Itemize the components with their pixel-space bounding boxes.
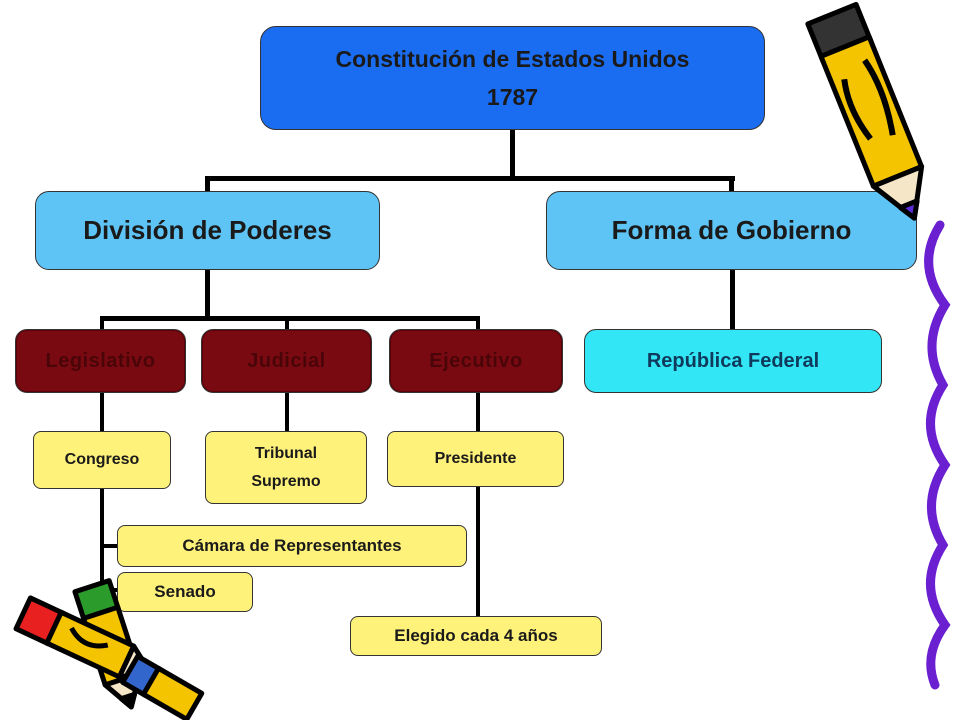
congreso-label: Congreso — [64, 451, 140, 468]
connector-branches-bar — [100, 316, 480, 321]
elegido-node: Elegido cada 4 años — [350, 616, 602, 656]
ejecutivo-node: Ejecutivo — [389, 329, 563, 393]
connector-forma-down — [730, 269, 735, 329]
connector-root-down — [510, 130, 515, 180]
connector-ejecutivo-up — [476, 316, 480, 330]
senado-node: Senado — [117, 572, 253, 612]
connector-presidente-down — [476, 487, 480, 617]
connector-judicial-down — [285, 392, 289, 432]
connector-legislativo-up — [100, 316, 104, 330]
pencil-top-right-icon — [805, 1, 925, 221]
connector-judicial-up — [285, 316, 289, 330]
connector-congreso-down — [100, 488, 104, 588]
connector-level2-bar — [205, 176, 735, 181]
tribunal-label: Tribunal — [254, 444, 318, 462]
supremo-label: Supremo — [251, 472, 321, 490]
division-de-poderes-label: División de Poderes — [83, 215, 332, 245]
connector-ejecutivo-down — [476, 392, 480, 432]
root-node: Constitución de Estados Unidos 1787 — [260, 26, 765, 130]
forma-de-gobierno-label: Forma de Gobierno — [611, 215, 852, 245]
connector-legislativo-down — [100, 392, 104, 432]
connector-forma-up — [729, 176, 734, 193]
camara-node: Cámara de Representantes — [117, 525, 467, 567]
division-de-poderes-node: División de Poderes — [35, 191, 380, 270]
presidente-label: Presidente — [434, 450, 517, 467]
senado-label: Senado — [154, 582, 216, 601]
presidente-node: Presidente — [387, 431, 564, 487]
elegido-label: Elegido cada 4 años — [394, 626, 558, 645]
connector-camara — [100, 544, 120, 548]
root-title: Constitución de Estados Unidos — [335, 46, 690, 72]
camara-label: Cámara de Representantes — [182, 536, 402, 555]
judicial-node: Judicial — [201, 329, 372, 393]
legislativo-label: Legislativo — [45, 349, 156, 372]
connector-division-down — [205, 269, 210, 319]
connector-division-up — [205, 176, 210, 193]
pencils-bottom-left-icon — [13, 578, 205, 720]
root-year: 1787 — [486, 84, 539, 110]
ejecutivo-label: Ejecutivo — [429, 349, 523, 372]
squiggle-border-icon — [924, 220, 951, 690]
forma-de-gobierno-node: Forma de Gobierno — [546, 191, 917, 270]
legislativo-node: Legislativo — [15, 329, 186, 393]
tribunal-supremo-node: Tribunal Supremo — [205, 431, 367, 504]
congreso-node: Congreso — [33, 431, 171, 489]
judicial-label: Judicial — [247, 349, 326, 372]
republica-federal-label: República Federal — [646, 349, 820, 372]
republica-federal-node: República Federal — [584, 329, 882, 393]
